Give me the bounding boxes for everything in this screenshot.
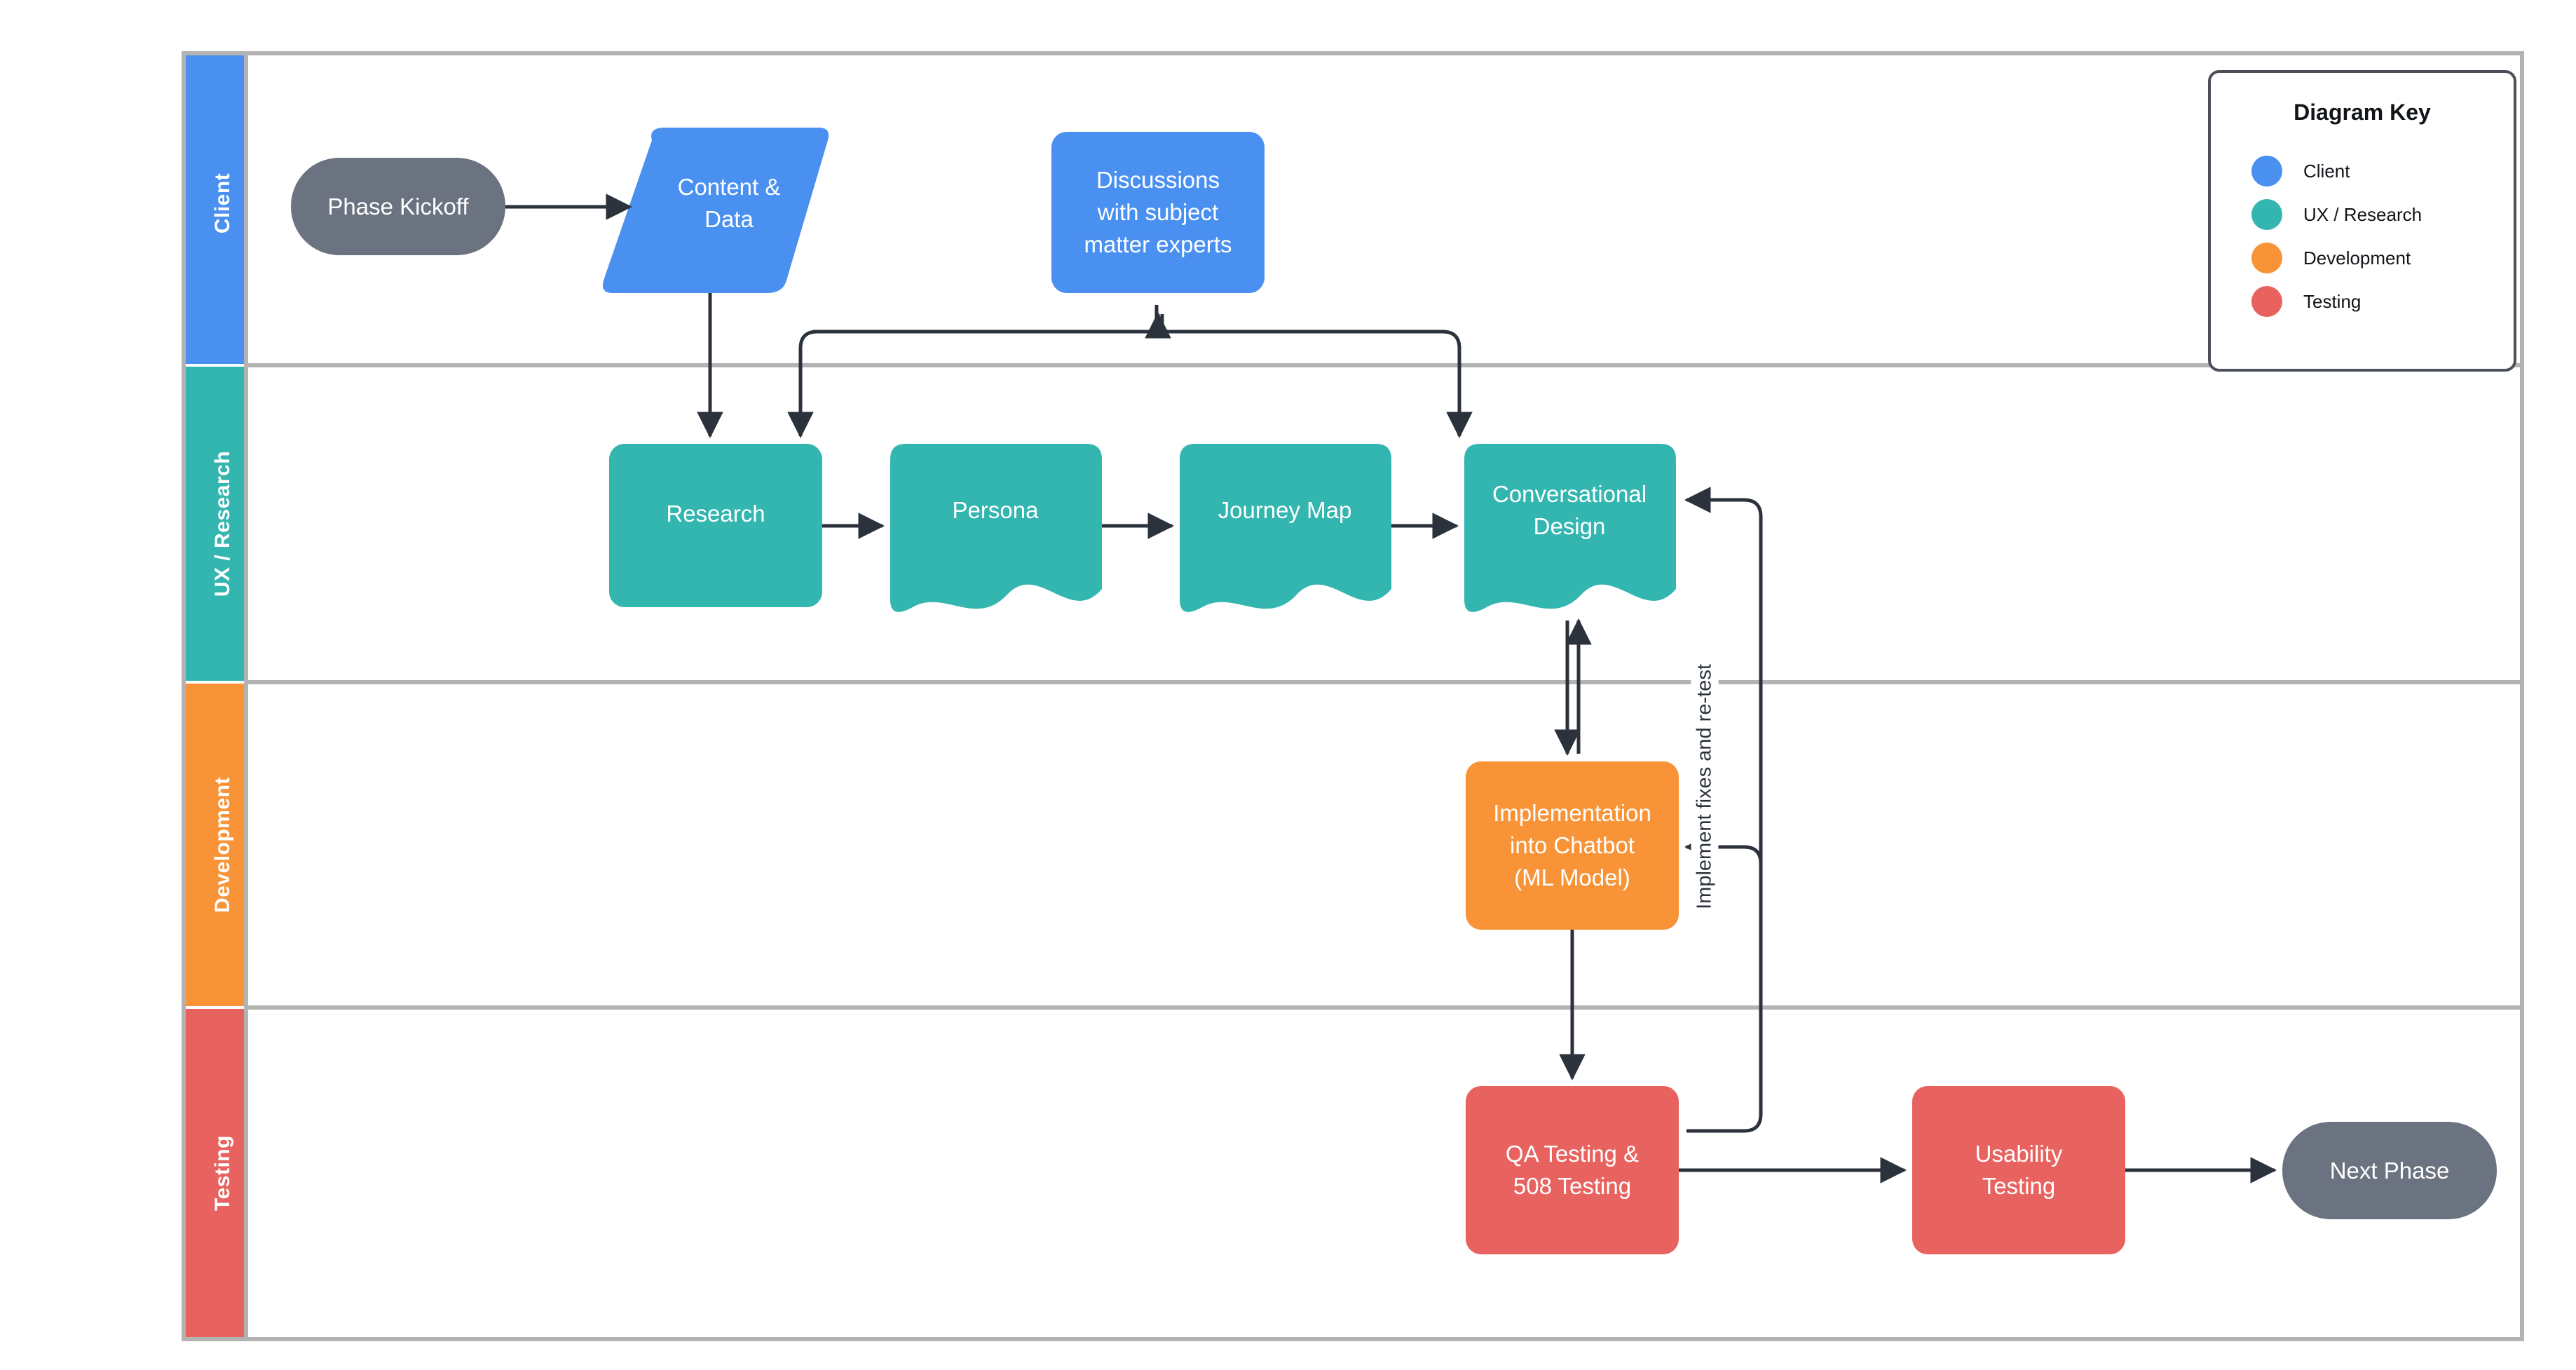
legend-swatch-client (2251, 156, 2282, 186)
node-implementation[interactable] (1466, 761, 1679, 930)
node-persona[interactable] (890, 444, 1102, 612)
lane-frame (182, 51, 2524, 1341)
diagram-key-title: Diagram Key (2294, 100, 2431, 125)
node-next-phase[interactable] (2282, 1122, 2497, 1219)
legend-item-client[interactable]: Client (2251, 156, 2350, 186)
legend-label-client: Client (2303, 160, 2350, 182)
edge-sme-bracket-right (1160, 314, 1473, 439)
node-usability-testing[interactable] (1912, 1086, 2125, 1254)
legend-item-ux-research[interactable]: UX / Research (2251, 199, 2422, 230)
legend-swatch-development (2251, 243, 2282, 273)
legend-swatch-testing (2251, 286, 2282, 317)
lane-bar-client (186, 55, 246, 364)
node-discussions-sme[interactable] (1051, 132, 1265, 293)
lane-label-ux-research: UX / Research (211, 450, 234, 597)
lane-bar-development (186, 684, 246, 1006)
lane-bar-ux (186, 367, 246, 681)
legend-item-development[interactable]: Development (2251, 243, 2411, 273)
edge-qa-feedback-trunk (1684, 487, 1763, 1133)
node-conversational-design[interactable] (1464, 444, 1676, 612)
node-journey-map[interactable] (1180, 444, 1391, 612)
legend-label-ux-research: UX / Research (2303, 203, 2422, 225)
legend-item-testing[interactable]: Testing (2251, 286, 2361, 317)
node-qa-testing[interactable] (1466, 1086, 1679, 1254)
node-content-and-data[interactable] (602, 128, 829, 293)
edge-qa-feedback-to-implementation (1684, 834, 1763, 864)
lane-label-client: Client (211, 172, 234, 234)
lane-bar-testing (186, 1009, 246, 1337)
edge-sme-bracket (787, 311, 1171, 439)
lane-label-development: Development (211, 777, 234, 913)
legend-label-development: Development (2303, 247, 2411, 269)
legend-swatch-ux-research (2251, 199, 2282, 230)
edge-label-implement-fixes: Implement fixes and re-test (1691, 660, 1719, 914)
legend-label-testing: Testing (2303, 290, 2362, 312)
node-research[interactable] (609, 444, 822, 607)
node-phase-kickoff[interactable] (291, 158, 505, 255)
lane-label-testing: Testing (211, 1135, 234, 1211)
diagram-key: Diagram Key Client UX / Research Develop… (2208, 70, 2516, 372)
